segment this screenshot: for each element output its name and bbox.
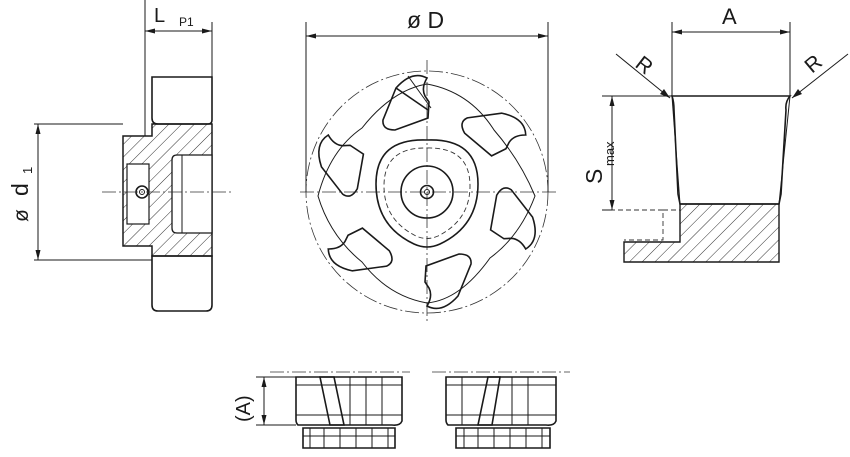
label-d: d xyxy=(7,183,33,196)
workpiece-section xyxy=(623,203,780,263)
front-view xyxy=(300,60,556,322)
dimension-D: ø D xyxy=(305,7,549,192)
label-d-subscript: 1 xyxy=(20,167,35,174)
label-S: S xyxy=(581,169,607,184)
label-R-left: R xyxy=(631,52,657,79)
label-max: max xyxy=(602,141,617,166)
bottom-detail-right xyxy=(432,371,570,449)
dimension-A: A xyxy=(671,4,791,96)
dimension-L-P1: L P1 xyxy=(144,0,213,136)
label-L: L xyxy=(154,5,165,27)
side-view xyxy=(34,76,232,312)
label-P1: P1 xyxy=(179,15,194,29)
radius-leaders: R R xyxy=(615,50,849,99)
dimension-Smax: S max xyxy=(581,95,672,211)
dimension-d1: ø d 1 xyxy=(7,124,41,260)
bottom-detail-left xyxy=(270,371,410,449)
label-A: A xyxy=(722,4,737,29)
label-phi-d: ø xyxy=(10,209,33,222)
dimension-A-paren: (A) xyxy=(233,376,296,426)
label-A-paren: (A) xyxy=(233,395,255,422)
teeth xyxy=(303,74,551,310)
label-phi-D: ø D xyxy=(407,7,444,33)
groove-profile-view xyxy=(610,95,792,263)
